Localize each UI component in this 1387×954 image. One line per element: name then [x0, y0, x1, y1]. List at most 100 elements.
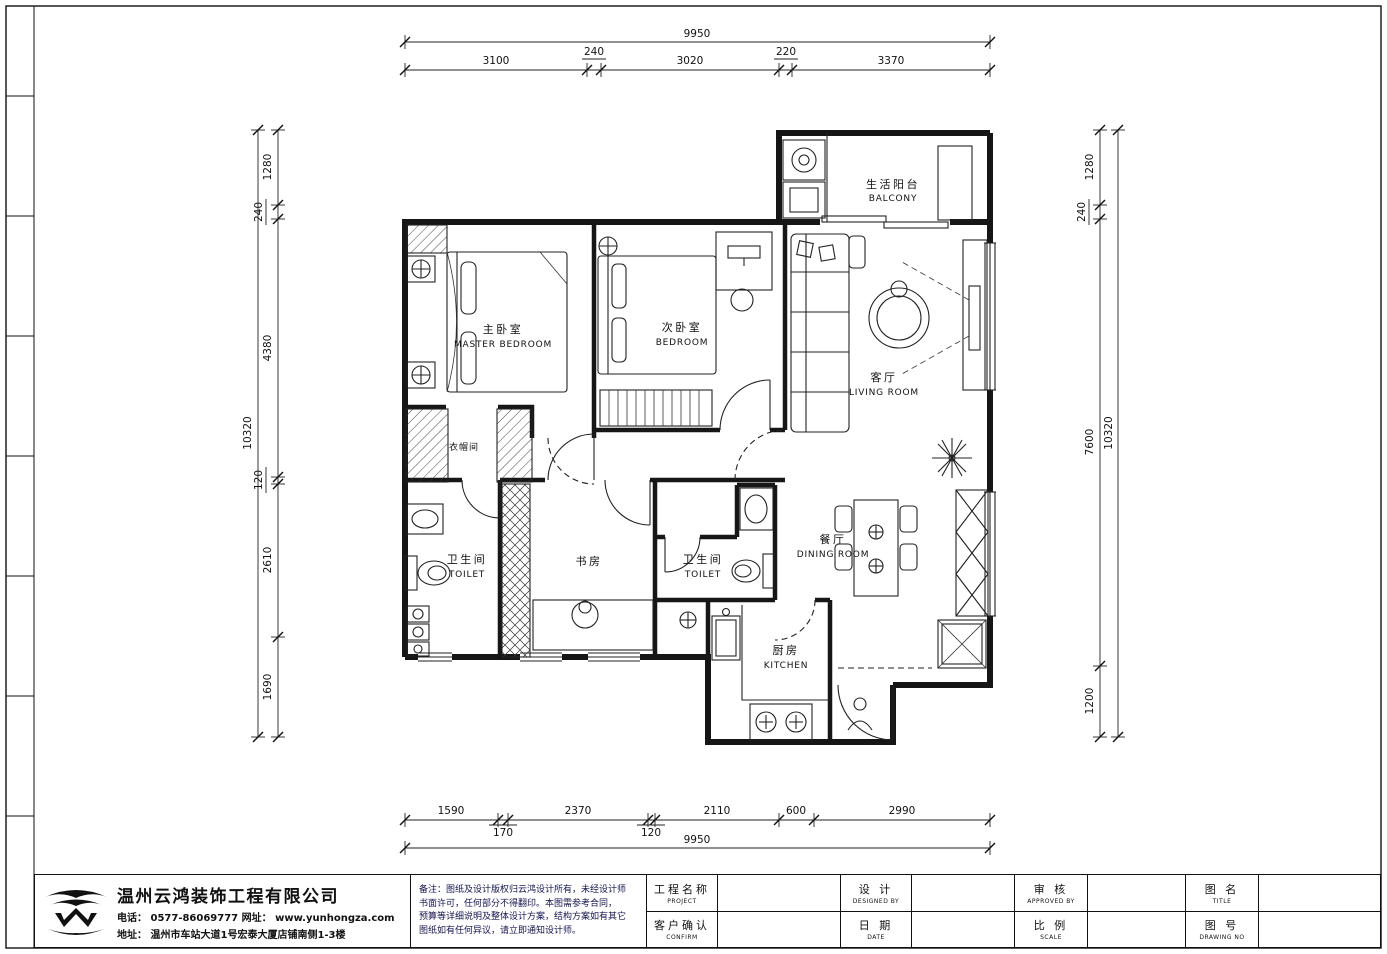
bedroom-furniture [597, 231, 773, 427]
floor-lamp [890, 280, 908, 298]
kitchen-label: 厨房 [773, 644, 800, 657]
master-bed [446, 251, 568, 393]
monitor [727, 245, 761, 259]
scale-value-cell [1088, 911, 1185, 947]
scale-label: 比 例 SCALE [1015, 911, 1087, 947]
note-line: 备注：图纸及设计版权归云鸿设计所有，未经设计师 [419, 885, 627, 895]
approve-label-zh: 审 核 [1033, 882, 1069, 896]
master-bedroom-label: 主卧室 [483, 322, 524, 336]
dimensions-left: 1280 240 4380 120 2610 1690 10320 [242, 124, 286, 743]
kitchen-fixtures [711, 605, 830, 741]
person [853, 697, 867, 711]
confirm-label-en: CONFIRM [666, 934, 698, 942]
windows [418, 145, 996, 662]
dim-label: 1280 [1084, 154, 1096, 181]
project-value-cell [718, 875, 840, 911]
drawing-name-label-zh: 图 名 [1204, 882, 1240, 896]
dim-label: 3020 [677, 55, 704, 67]
balcony-label: 生活阳台 [866, 177, 920, 191]
bedroom-label-en: BEDROOM [656, 338, 709, 348]
notes-section: 备注：图纸及设计版权归云鸿设计所有，未经设计师 书面许可，任何部分不得翻印。本图… [411, 875, 647, 947]
dining-room-label: 餐厅 [820, 532, 847, 546]
title-block-grid: 工程名称 PROJECT 设 计 DESIGNED BY 审 核 APPROVE… [647, 875, 1380, 947]
entry-area [847, 697, 873, 731]
toilet2-fixtures [679, 487, 775, 629]
plant [932, 438, 972, 478]
laundry-sink [782, 181, 826, 219]
sofa [790, 233, 850, 433]
sliding-door-panel [821, 215, 887, 223]
title-block: 温州云鸿装饰工程有限公司 电话： 0577-86069777 网址： www.y… [34, 874, 1381, 948]
study-label: 书房 [576, 555, 603, 568]
chair [730, 288, 754, 312]
balcony-window [937, 145, 973, 221]
date-label: 日 期 DATE [841, 911, 911, 947]
bed [597, 255, 717, 375]
balcony-label-en: BALCONY [869, 194, 918, 204]
walls [402, 130, 993, 745]
project-label: 工程名称 PROJECT [647, 875, 717, 911]
dim-label: 1280 [262, 154, 274, 181]
chair [571, 601, 599, 629]
toilet-tank [404, 555, 418, 591]
doors [461, 379, 932, 741]
wardrobe [496, 408, 533, 483]
dim-label: 2990 [889, 805, 916, 817]
dim-label: 240 [253, 202, 265, 222]
cushion [818, 244, 836, 262]
scale-label-zh: 比 例 [1033, 919, 1069, 933]
toilet-tank [762, 553, 775, 589]
round-rug [868, 287, 930, 349]
project-label-en: PROJECT [667, 897, 697, 905]
approve-label-en: APPROVED BY [1027, 897, 1075, 905]
chair [834, 543, 853, 571]
master-bedroom-furniture [406, 224, 568, 393]
living-room-furniture [790, 233, 988, 478]
dim-label: 7600 [1084, 429, 1096, 456]
design-label: 设 计 DESIGNED BY [841, 875, 911, 911]
drawing-no-label-zh: 图 号 [1204, 919, 1240, 933]
chair [899, 543, 918, 571]
bench [599, 389, 713, 427]
drawing-no-label-en: DRAWING NO [1199, 934, 1245, 942]
chair [899, 505, 918, 533]
toilet2-label: 卫生间 [683, 552, 724, 566]
dim-label: 170 [493, 827, 513, 839]
fridge [937, 619, 987, 669]
dim-label: 1690 [262, 674, 274, 701]
tv [968, 285, 981, 351]
dim-label: 10320 [1103, 416, 1115, 449]
date-label-zh: 日 期 [858, 919, 894, 933]
drawing-name-label-en: TITLE [1212, 897, 1232, 905]
dim-label: 2610 [262, 547, 274, 574]
toilet [417, 560, 451, 586]
dim-label: 3370 [878, 55, 905, 67]
pillow [611, 317, 627, 363]
chair [834, 505, 853, 533]
confirm-label-zh: 客户确认 [654, 919, 710, 933]
scale-label-en: SCALE [1040, 934, 1062, 942]
confirm-value-cell [718, 911, 840, 947]
person-shoulders [847, 720, 873, 731]
sheet-frame [5, 5, 1382, 949]
study-furniture [501, 483, 654, 658]
date-value-cell [912, 911, 1014, 947]
drawing-no-label: 图 号 DRAWING NO [1186, 911, 1258, 947]
dim-label: 2370 [565, 805, 592, 817]
dim-label: 2110 [704, 805, 731, 817]
kitchen-label-en: KITCHEN [764, 661, 809, 671]
desk [715, 231, 773, 291]
desk [532, 599, 654, 651]
sink [406, 503, 444, 535]
dimensions-right: 1280 240 7600 1200 10320 [1076, 124, 1126, 743]
note-line: 图纸如有任何异议，请立即通知设计师。 [419, 925, 582, 936]
toilet1-label-en: TOILET [448, 570, 485, 580]
dim-label: 120 [253, 470, 265, 490]
design-label-zh: 设 计 [858, 882, 894, 896]
room-labels: 生活阳台 BALCONY 主卧室 MASTER BEDROOM 次卧室 BEDR… [447, 177, 920, 671]
dim-label: 600 [786, 805, 806, 817]
approve-label: 审 核 APPROVED BY [1015, 875, 1087, 911]
dim-label: 220 [776, 46, 796, 58]
cloakroom-label: 衣帽间 [449, 441, 479, 453]
